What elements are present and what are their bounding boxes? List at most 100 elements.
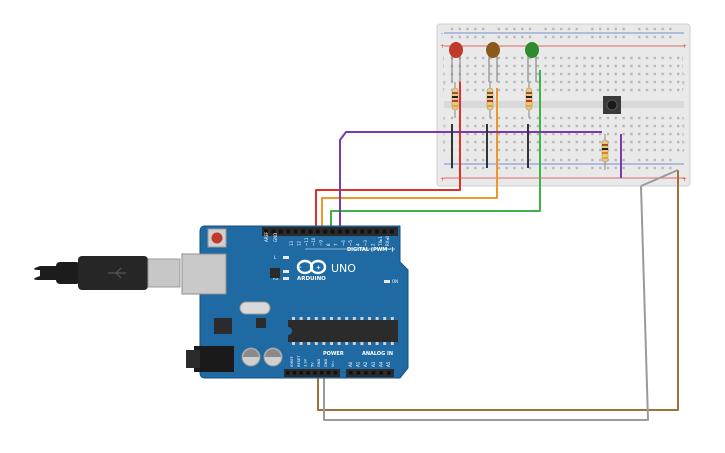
wire-gray-link	[640, 169, 679, 187]
atmega-chip	[288, 317, 398, 345]
analog-pin-label: A3	[371, 361, 376, 367]
top-rail-plus-label: +	[440, 43, 445, 50]
analog-pin-label: A2	[363, 361, 368, 367]
led-green	[525, 42, 539, 82]
digital-pin-label: ~11	[304, 237, 309, 246]
digital-pin-label: ~9	[319, 240, 324, 246]
analog-pin-label: A0	[348, 361, 353, 367]
row-letter: g	[682, 80, 685, 85]
digital-pin-label: RX◂0	[385, 235, 390, 246]
analog-pin-label: A4	[378, 361, 383, 367]
wire-green	[330, 70, 541, 229]
row-letter: c	[443, 132, 445, 137]
row-letter: d	[443, 124, 446, 129]
resistors	[451, 82, 609, 170]
model-label: UNO	[331, 262, 356, 275]
crystal-oscillator	[239, 301, 271, 315]
top-rail-minus-label: -	[441, 30, 443, 37]
row-letter: j	[442, 56, 444, 61]
small-chip	[256, 318, 266, 328]
power-pin-label: 3.3V	[304, 358, 308, 367]
digital-pin-label: ~6	[341, 240, 346, 246]
power-jack-front	[186, 350, 200, 368]
row-letter: e	[682, 116, 685, 121]
bottom-rail-plus-label: +	[440, 176, 445, 183]
row-letter: a	[443, 148, 446, 153]
led-on-indicator	[384, 280, 390, 283]
row-letter: h	[682, 72, 685, 77]
wire-gray	[323, 185, 649, 421]
resistor-4	[601, 134, 609, 170]
power-pin-label: GND	[317, 359, 321, 367]
power-pin-label: GND	[324, 359, 328, 367]
analog-pin-label: A5	[386, 361, 391, 367]
push-button[interactable]	[603, 96, 621, 114]
led-rx-indicator	[283, 277, 289, 280]
bottom-rail-plus-label-right: +	[682, 176, 687, 183]
power-header	[284, 369, 340, 377]
logo-minus: −	[297, 264, 302, 271]
digital-pin-label: 8	[326, 243, 331, 246]
row-letter: b	[682, 140, 685, 145]
row-letter: i	[443, 64, 444, 69]
on-label: ON	[392, 279, 398, 284]
led-brown-body	[486, 42, 500, 58]
digital-pin-label: 12	[296, 240, 301, 246]
led-l-indicator	[283, 256, 289, 259]
center-trench	[444, 101, 684, 108]
wire-orange	[321, 88, 498, 229]
usb-plug-metal	[147, 258, 181, 288]
led-rx-label: RX	[273, 276, 279, 281]
reset-button[interactable]	[211, 232, 223, 244]
aref-label: AREF	[264, 231, 269, 242]
resistor-1	[451, 82, 459, 118]
digital-pin-label: ~3	[363, 240, 368, 246]
analog-pin-label: A1	[356, 361, 361, 367]
power-pin-label: IOREF	[290, 356, 294, 367]
led-l-label: L	[274, 255, 277, 260]
usb-icon	[108, 267, 126, 279]
digital-pin-label: TX▸1	[378, 236, 383, 247]
digital-header-label: DIGITAL (PWM~)	[347, 247, 394, 253]
leds	[449, 42, 539, 82]
row-letter: c	[682, 132, 684, 137]
row-letter: f	[682, 88, 684, 93]
digital-pin-label: 2	[370, 243, 375, 246]
power-pin-label: Vin	[331, 361, 335, 367]
row-letter: b	[443, 140, 446, 145]
analog-label: ANALOG IN	[362, 351, 393, 357]
wire-purple	[339, 131, 602, 229]
row-letter: a	[682, 148, 685, 153]
power-jack	[194, 346, 234, 372]
row-letter: j	[681, 56, 683, 61]
led-red-body	[449, 42, 463, 58]
power-pin-holes	[286, 371, 391, 375]
row-letter: f	[443, 88, 445, 93]
analog-header	[346, 369, 394, 377]
row-letter: d	[682, 124, 685, 129]
led-brown	[486, 42, 500, 82]
digital-header	[262, 227, 398, 236]
wires	[315, 70, 679, 421]
digital-pin-label: 13	[289, 240, 294, 246]
top-rail-plus-label-right: +	[682, 43, 687, 50]
digital-pin-label: 4	[356, 243, 361, 246]
digital-pin-label: ~5	[348, 240, 353, 246]
logo-plus: +	[316, 265, 321, 272]
brand-label: ARDUINO	[297, 276, 326, 282]
wire-red	[315, 82, 461, 229]
push-button-cap[interactable]	[606, 99, 618, 111]
led-green-body	[525, 42, 539, 58]
gnd-label: GND	[273, 233, 278, 242]
power-pin-label: RESET	[297, 355, 301, 367]
usb-cable	[34, 256, 181, 290]
power-pin-label: 5V	[310, 362, 314, 367]
digital-pin-label: 7	[333, 243, 338, 246]
